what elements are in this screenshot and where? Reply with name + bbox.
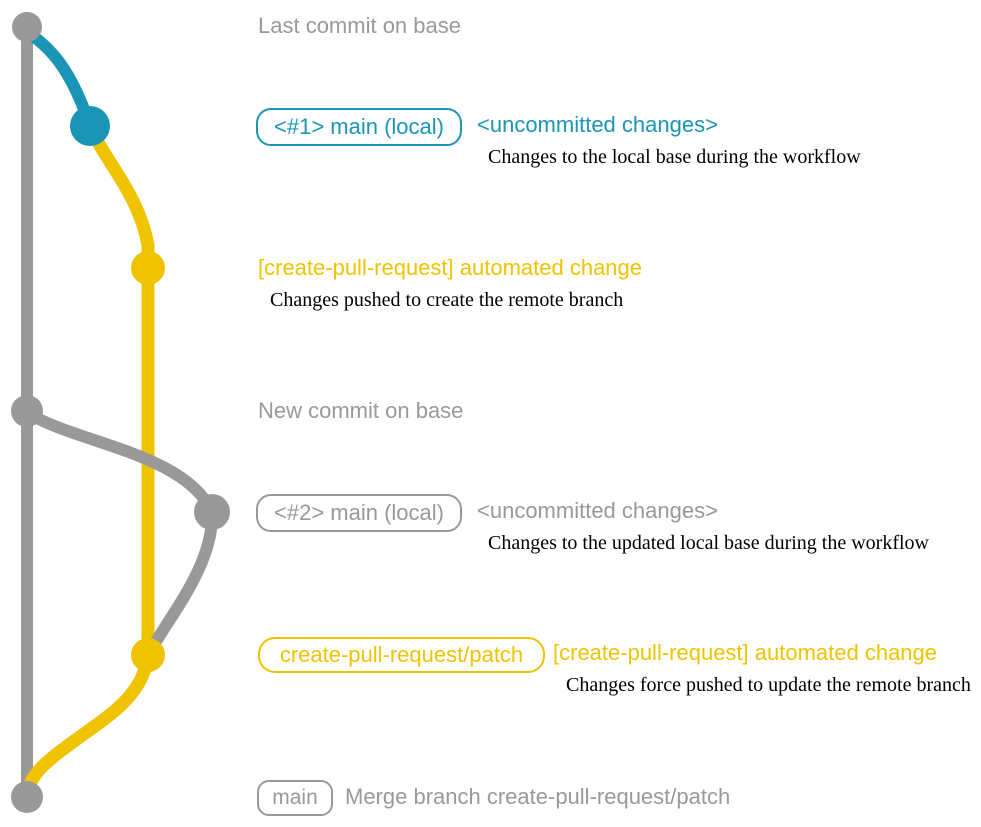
uncommitted-changes-label-2: <uncommitted changes> [477, 498, 718, 523]
commit-dot-automated-2-icon [131, 638, 165, 672]
note-updated-local-base-changes: Changes to the updated local base during… [488, 532, 929, 554]
automated-change-label-2: [create-pull-request] automated change [553, 640, 938, 665]
commit-dot-local-main-2-icon [194, 494, 230, 530]
badge-main-local-2: <#2> main (local) [256, 494, 462, 532]
base-update-curve-icon [21, 406, 218, 518]
uncommitted-changes-label-1: <uncommitted changes> [477, 112, 718, 137]
rebase-curve-icon [142, 506, 219, 661]
last-commit-label: Last commit on base [258, 13, 461, 38]
merge-curve-icon [20, 648, 155, 802]
badge-patch-branch: create-pull-request/patch [258, 637, 545, 673]
patch-branch-line-icon [83, 119, 155, 662]
commit-dot-merge-icon [11, 781, 43, 813]
note-pushed-create-branch: Changes pushed to create the remote bran… [270, 289, 624, 311]
new-commit-label: New commit on base [258, 398, 464, 423]
note-force-pushed-update-branch: Changes force pushed to update the remot… [566, 674, 971, 696]
note-local-base-changes: Changes to the local base during the wor… [488, 146, 861, 168]
badge-main-local-1: <#1> main (local) [256, 108, 462, 146]
commit-dot-local-main-1-icon [70, 106, 110, 146]
commit-dot-last-base-icon [12, 12, 42, 42]
commit-dot-automated-1-icon [131, 251, 165, 285]
automated-change-label-1: [create-pull-request] automated change [258, 255, 643, 280]
badge-main: main [257, 780, 333, 816]
commit-graph [11, 12, 230, 813]
merge-commit-label: Merge branch create-pull-request/patch [345, 784, 731, 809]
commit-dot-new-base-icon [11, 395, 43, 427]
